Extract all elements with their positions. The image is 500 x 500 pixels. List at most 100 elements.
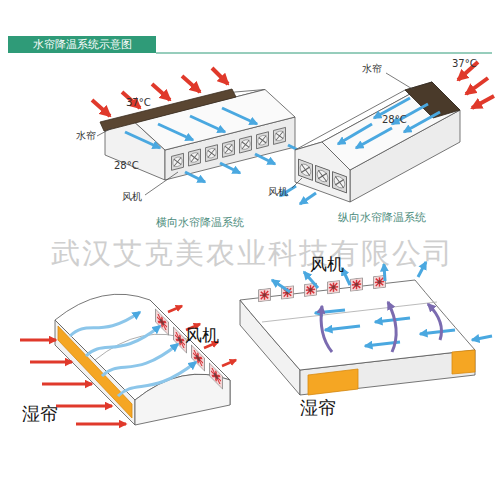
drawing-part bbox=[220, 163, 240, 173]
fan-symbol bbox=[222, 140, 234, 157]
drawing-part bbox=[118, 362, 196, 396]
fan-symbol bbox=[156, 309, 169, 335]
greenhouse-side-pad bbox=[55, 294, 230, 425]
greenhouse-end-pads bbox=[240, 275, 475, 395]
cool-air-arrows bbox=[70, 312, 196, 396]
drawing-part bbox=[452, 350, 475, 374]
drawing-part bbox=[338, 124, 372, 144]
part-label: 风机 bbox=[185, 326, 219, 345]
fan-symbol bbox=[299, 159, 313, 180]
drawing-part bbox=[308, 369, 358, 395]
drawing-part bbox=[325, 326, 360, 330]
drawing-part bbox=[295, 142, 350, 202]
fan-symbol bbox=[258, 288, 270, 301]
drawing-part bbox=[315, 310, 345, 313]
drawing-part bbox=[212, 68, 228, 84]
drawing-part bbox=[86, 326, 160, 356]
part-label: 37°C bbox=[452, 58, 477, 69]
rising-air-arrows bbox=[321, 302, 441, 352]
fan-symbol bbox=[192, 345, 205, 371]
drawing-part bbox=[42, 383, 92, 386]
fan-symbol bbox=[171, 153, 183, 170]
drawing-part bbox=[171, 127, 285, 170]
leader-line bbox=[145, 172, 178, 195]
drawing-part bbox=[240, 280, 475, 370]
part-label: 水帘 bbox=[362, 63, 382, 74]
fan-symbol bbox=[256, 132, 268, 149]
drawing-part bbox=[258, 275, 385, 302]
sub-caption: 横向水帘降温系统 bbox=[156, 217, 244, 229]
header-rule bbox=[156, 53, 492, 54]
watermark: 武汉艾克美农业科技有限公司 bbox=[51, 238, 454, 270]
drawing-part bbox=[222, 360, 236, 366]
drawing-part bbox=[300, 193, 316, 204]
drawing-part bbox=[404, 112, 440, 132]
fan-symbol bbox=[174, 327, 187, 353]
drawing-part bbox=[321, 306, 332, 352]
drawing-part bbox=[428, 304, 442, 340]
hot-air-arrows bbox=[20, 340, 126, 424]
drawing-part bbox=[388, 302, 396, 352]
drawing-part bbox=[70, 312, 140, 336]
fan-symbol bbox=[350, 278, 362, 291]
drawing-part bbox=[375, 318, 410, 322]
drawing-part bbox=[156, 309, 223, 389]
drawing-part bbox=[168, 306, 182, 312]
part-label: 风机 bbox=[122, 191, 142, 202]
title-tab: 水帘降温系统示意图 bbox=[8, 36, 156, 53]
drawing-part bbox=[30, 361, 72, 364]
part-label: 风机 bbox=[268, 186, 288, 197]
drawing-part bbox=[299, 159, 347, 193]
fan-symbol bbox=[188, 149, 200, 166]
fan-symbol bbox=[210, 363, 223, 389]
part-label: 湿帘 bbox=[22, 404, 58, 424]
hot-air-arrows bbox=[92, 68, 228, 116]
sub-caption: 纵向水帘降温系统 bbox=[338, 212, 426, 224]
fan-symbol bbox=[273, 127, 285, 144]
drawing-part bbox=[272, 280, 290, 292]
cool-air-arrows bbox=[272, 262, 492, 346]
drawing-part bbox=[182, 76, 200, 92]
drawing-part bbox=[466, 78, 488, 94]
cool-air-arrows bbox=[280, 98, 440, 204]
fan-symbol bbox=[333, 172, 347, 193]
exhaust-arrows bbox=[168, 306, 236, 366]
drawing-part bbox=[102, 344, 178, 376]
leader-line bbox=[292, 178, 302, 188]
drawing-part bbox=[472, 96, 494, 108]
transverse-house bbox=[100, 89, 295, 180]
drawing-part bbox=[222, 108, 257, 124]
drawing-part bbox=[56, 405, 112, 408]
drawing-part bbox=[92, 100, 110, 116]
drawing-part bbox=[100, 89, 236, 131]
fan-symbol bbox=[239, 136, 251, 153]
drawing-part bbox=[190, 116, 225, 132]
fan-symbol bbox=[316, 165, 330, 186]
part-label: 风机 bbox=[310, 255, 344, 274]
part-label: 37°C bbox=[126, 97, 151, 108]
drawing-part bbox=[322, 82, 460, 170]
drawing-part bbox=[20, 339, 56, 342]
drawing-part bbox=[420, 330, 455, 334]
drawing-part bbox=[152, 84, 170, 100]
fan-symbol bbox=[327, 280, 339, 293]
part-label: 28°C bbox=[382, 114, 407, 125]
drawing-part bbox=[304, 272, 318, 288]
leader-line bbox=[386, 73, 414, 90]
drawing-part bbox=[255, 154, 275, 164]
longitudinal-house bbox=[295, 82, 460, 202]
drawing-part bbox=[158, 124, 193, 140]
fan-symbol bbox=[205, 145, 217, 162]
part-label: 28°C bbox=[114, 160, 139, 171]
part-label: 湿帘 bbox=[300, 398, 336, 418]
drawing-part bbox=[58, 326, 132, 418]
drawing-part bbox=[76, 423, 126, 426]
drawing-part bbox=[125, 132, 160, 148]
leader-line bbox=[97, 128, 112, 136]
drawing-part bbox=[262, 302, 437, 322]
cool-air-arrows bbox=[125, 108, 306, 182]
drawing-part bbox=[472, 336, 492, 340]
part-label: 水帘 bbox=[76, 130, 96, 141]
